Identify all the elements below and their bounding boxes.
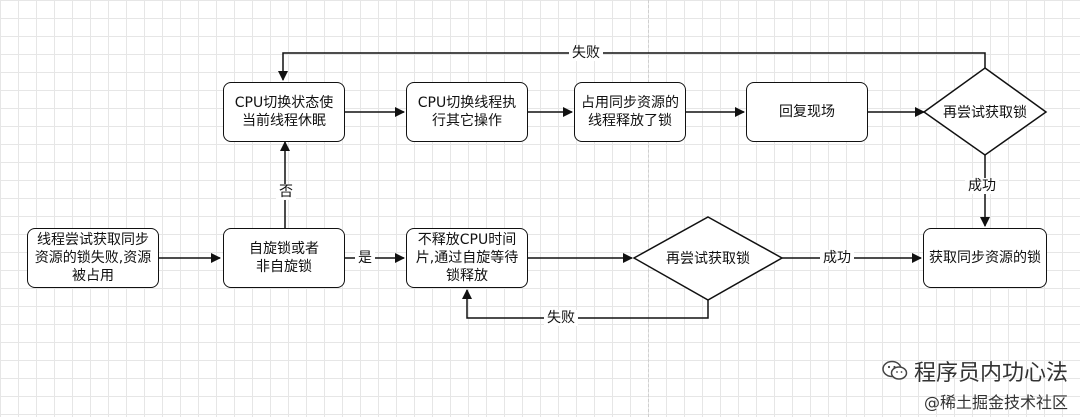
start-node-label: 线程尝试获取同步资源的锁失败,资源被占用: [34, 232, 152, 284]
edge-label-yes: 是: [355, 250, 375, 266]
cpu-switch-state-label: CPU切换状态使当前线程休眠: [234, 95, 334, 129]
acquire-label: 获取同步资源的锁: [929, 250, 1041, 266]
retry-bottom-label: 再尝试获取锁: [666, 251, 750, 267]
edge-fail-top: [278, 52, 986, 81]
spin-wait-node: 不释放CPU时间片,通过自旋等待锁释放: [406, 228, 528, 288]
restore-label: 回复现场: [779, 104, 835, 120]
wechat-icon: [882, 360, 908, 380]
spin-choice-label: 自旋锁或者非自旋锁: [249, 241, 319, 275]
holder-release-label: 占用同步资源的线程释放了锁: [581, 95, 679, 129]
edge-label-fail-bottom: 失败: [544, 310, 578, 326]
edge-label-success-right: 成功: [965, 178, 999, 194]
restore-node: 回复现场: [746, 82, 868, 142]
retry-top-diamond: [922, 67, 1048, 156]
spin-choice-node: 自旋锁或者非自旋锁: [223, 228, 345, 288]
watermark-brand-text: 程序员内功心法: [913, 361, 1068, 386]
canvas-divider: [648, 0, 649, 417]
spin-wait-label: 不释放CPU时间片,通过自旋等待锁释放: [415, 232, 519, 284]
acquire-node: 获取同步资源的锁: [923, 228, 1047, 288]
cpu-switch-thread-label: CPU切换线程执行其它操作: [417, 95, 517, 129]
cpu-switch-thread-node: CPU切换线程执行其它操作: [406, 82, 528, 142]
edge-fail-bottom: [462, 289, 709, 319]
retry-top-label: 再尝试获取锁: [943, 105, 1027, 121]
watermark-brand: 程序员内功心法: [882, 355, 1068, 387]
start-node: 线程尝试获取同步资源的锁失败,资源被占用: [27, 228, 159, 288]
cpu-switch-state-node: CPU切换状态使当前线程休眠: [223, 82, 345, 142]
edge-label-fail-top: 失败: [569, 45, 603, 61]
edge-label-success-bottom: 成功: [820, 250, 854, 266]
edge-label-no: 否: [276, 184, 296, 200]
holder-release-node: 占用同步资源的线程释放了锁: [574, 82, 686, 142]
retry-bottom-diamond: [632, 216, 784, 301]
watermark-site: @稀土掘金技术社区: [923, 393, 1068, 412]
